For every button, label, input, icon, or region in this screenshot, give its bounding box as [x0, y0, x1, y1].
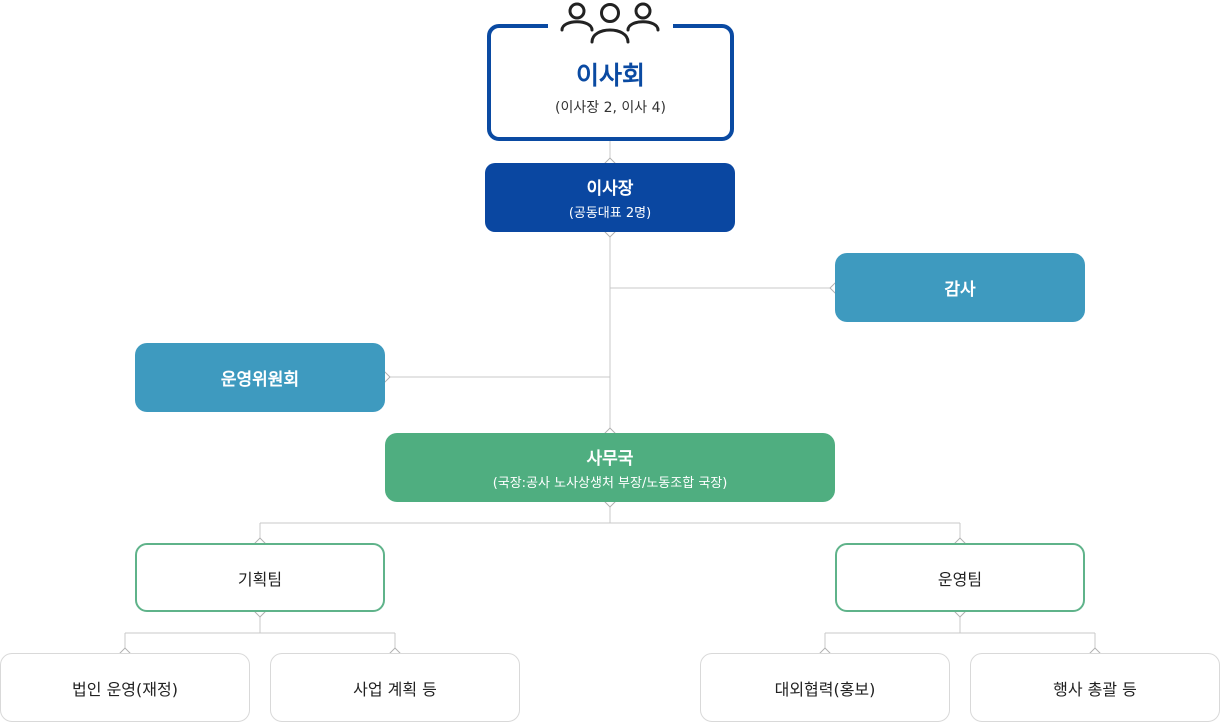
task-label: 사업 계획 등	[353, 679, 437, 699]
task-box: 대외협력(홍보)	[700, 653, 950, 722]
task-label: 법인 운영(재정)	[72, 679, 178, 699]
chair-title: 이사장	[586, 179, 634, 199]
audit-box: 감사	[835, 253, 1085, 322]
task-label: 대외협력(홍보)	[774, 679, 876, 699]
chair-subtitle: (공동대표 2명)	[568, 206, 652, 221]
task-label: 행사 총괄 등	[1053, 679, 1137, 699]
people-group-icon	[548, 0, 673, 46]
office-box: 사무국 (국장:공사 노사상생처 부장/노동조합 국장)	[385, 433, 835, 502]
task-box: 법인 운영(재정)	[0, 653, 250, 722]
task-box: 사업 계획 등	[270, 653, 520, 722]
committee-label: 운영위원회	[220, 370, 300, 390]
office-title: 사무국	[586, 449, 634, 469]
office-subtitle: (국장:공사 노사상생처 부장/노동조합 국장)	[492, 476, 728, 491]
team-operations-box: 운영팀	[835, 543, 1085, 612]
board-subtitle: (이사장 2, 이사 4)	[555, 99, 666, 116]
team-planning-label: 기획팀	[237, 569, 283, 589]
team-planning-box: 기획팀	[135, 543, 385, 612]
board-title: 이사회	[575, 60, 645, 90]
chair-box: 이사장 (공동대표 2명)	[485, 163, 735, 232]
team-operations-label: 운영팀	[937, 569, 983, 589]
task-box: 행사 총괄 등	[970, 653, 1220, 722]
committee-box: 운영위원회	[135, 343, 385, 412]
audit-label: 감사	[944, 280, 976, 300]
